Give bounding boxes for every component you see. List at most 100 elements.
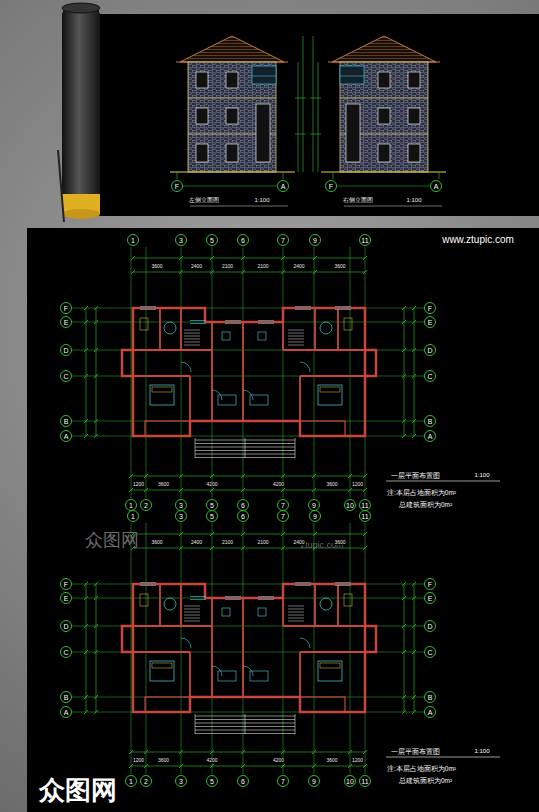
axis-bubble: 6	[237, 234, 249, 246]
axis-number: E	[428, 595, 433, 602]
axis-bubble: D	[424, 344, 436, 356]
axis-number: C	[427, 373, 432, 380]
axis-bubble: 7	[277, 775, 289, 787]
axis-bubble: F	[424, 302, 436, 314]
axis-number: A	[434, 183, 439, 190]
axis-number: 11	[361, 778, 368, 785]
axis-number: 1	[131, 513, 135, 520]
axis-number: C	[63, 649, 68, 656]
dimension-text: 2100	[256, 540, 269, 545]
dimension-text: 3600	[333, 540, 346, 545]
axis-number: 11	[361, 502, 368, 509]
dimension-text: 2400	[190, 540, 203, 545]
plan-title: 一层平面布置图	[390, 472, 441, 479]
axis-number: D	[63, 623, 68, 630]
axis-number: 10	[346, 778, 354, 785]
axis-number: B	[428, 694, 433, 701]
watermark: www.ztupic.com	[442, 235, 514, 245]
dimension-text: 1200	[132, 758, 145, 763]
dimension-text: 1200	[351, 482, 364, 487]
axis-number: 10	[346, 502, 354, 509]
axis-bubble: B	[60, 415, 72, 427]
axis-number: A	[64, 709, 69, 716]
dimension-text: 4200	[205, 482, 218, 487]
axis-bubble: E	[60, 592, 72, 604]
dimension-text: 2400	[292, 540, 305, 545]
axis-number: 5	[210, 502, 214, 509]
note-text: 注:本层占地面积为0m²	[386, 490, 457, 497]
dimension-text: 3600	[333, 264, 346, 269]
axis-bubble: 9	[309, 510, 321, 522]
axis-number: E	[428, 319, 433, 326]
axis-bubble: 1	[127, 510, 139, 522]
axis-bubble: 1	[127, 234, 139, 246]
axis-number: F	[428, 305, 432, 312]
axis-bubble: 10	[344, 775, 356, 787]
sheet-panel	[27, 228, 539, 812]
axis-number: F	[64, 581, 68, 588]
axis-bubble: F	[424, 578, 436, 590]
axis-number: C	[63, 373, 68, 380]
dimension-text: 3600	[150, 540, 163, 545]
axis-bubble: 11	[359, 510, 371, 522]
dimension-text: 1200	[132, 482, 145, 487]
dimension-text: 2400	[292, 264, 305, 269]
axis-number: 7	[281, 237, 285, 244]
sheet-panel	[95, 14, 539, 216]
scale-text: 1:100	[473, 748, 490, 754]
axis-bubble: C	[60, 646, 72, 658]
axis-number: 3	[179, 237, 183, 244]
axis-number: 9	[312, 778, 316, 785]
axis-bubble: E	[424, 592, 436, 604]
dimension-text: 3600	[325, 482, 338, 487]
dimension-text: 2100	[221, 540, 234, 545]
axis-bubble: 5	[206, 234, 218, 246]
axis-bubble: B	[60, 691, 72, 703]
axis-number: 1	[131, 237, 135, 244]
dimension-text: 3600	[325, 758, 338, 763]
note-text: 总建筑面积为0m²	[398, 502, 453, 509]
view-title: 右侧立面图	[343, 197, 373, 203]
axis-bubble: 10	[344, 499, 356, 511]
axis-number: 2	[144, 502, 148, 509]
dimension-text: 3600	[150, 264, 163, 269]
dimension-text: 1200	[351, 758, 364, 763]
axis-bubble: 3	[175, 510, 187, 522]
axis-number: 7	[281, 502, 285, 509]
axis-bubble: A	[430, 180, 442, 192]
floor-plan	[72, 247, 500, 498]
axis-number: F	[64, 305, 68, 312]
left-elevation	[170, 36, 306, 186]
axis-number: 5	[210, 778, 214, 785]
axis-number: 6	[241, 237, 245, 244]
axis-number: B	[64, 418, 69, 425]
axis-bubble: 2	[140, 499, 152, 511]
axis-bubble: C	[60, 370, 72, 382]
axis-number: D	[63, 347, 68, 354]
axis-bubble: A	[424, 706, 436, 718]
axis-bubble: B	[424, 415, 436, 427]
scale-text: 1:100	[406, 197, 421, 203]
scale-text: 1:100	[254, 197, 269, 203]
axis-number: A	[64, 433, 69, 440]
axis-bubble: A	[60, 430, 72, 442]
axis-number: 9	[313, 513, 317, 520]
axis-bubble: E	[424, 316, 436, 328]
axis-number: 3	[179, 502, 183, 509]
axis-bubble: 9	[309, 234, 321, 246]
axis-bubble: A	[424, 430, 436, 442]
axis-number: 7	[281, 778, 285, 785]
axis-number: 6	[241, 513, 245, 520]
drawing-roll	[58, 3, 100, 222]
axis-number: A	[428, 433, 433, 440]
dimension-text: 2400	[190, 264, 203, 269]
axis-number: 5	[210, 237, 214, 244]
plan-title: 一层平面布置图	[390, 748, 441, 755]
axis-bubble: 3	[175, 234, 187, 246]
axis-number: 9	[312, 502, 316, 509]
dimension-text: 2100	[256, 264, 269, 269]
logo-text: 众图网	[39, 777, 117, 803]
axis-bubble: 6	[237, 510, 249, 522]
axis-number: F	[175, 183, 179, 190]
axis-number: 11	[361, 513, 368, 520]
